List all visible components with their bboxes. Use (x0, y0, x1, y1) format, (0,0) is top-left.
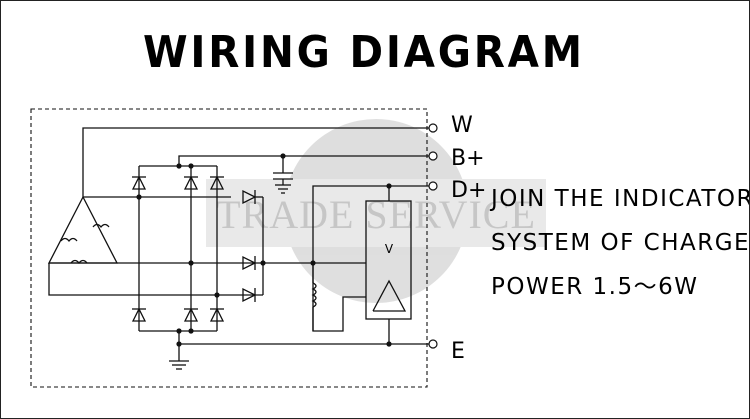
alternator-housing (30, 108, 428, 388)
capacitor (273, 156, 293, 194)
field-coil (311, 263, 366, 332)
terminal-e (428, 339, 438, 349)
upper-diodes (131, 175, 225, 190)
terminal-d-plus (428, 181, 438, 191)
note-line-1: JOIN THE INDICATOR (489, 186, 750, 212)
terminal-e-label: E (451, 339, 465, 364)
note-line-3: POWER 1.5～6W (491, 274, 699, 300)
terminal-w-label: W (451, 113, 473, 138)
terminal-w (428, 123, 438, 133)
diagram-title: WIRING DIAGRAM (143, 27, 585, 78)
note-line-2: SYSTEM OF CHARGE (491, 230, 750, 256)
phase-line-3 (48, 263, 263, 296)
regulator-label: V (385, 242, 394, 256)
lower-diodes (131, 307, 225, 322)
stator-winding (47, 195, 119, 265)
terminal-b-plus (428, 151, 438, 161)
voltage-regulator: V (365, 186, 412, 344)
junction-dots (136, 153, 392, 347)
terminal-b-plus-label: B+ (451, 146, 485, 171)
ground-symbol (169, 344, 189, 370)
terminal-d-plus-label: D+ (451, 178, 486, 203)
e-line (178, 331, 433, 345)
watermark-text: TRADE SERVICE (216, 192, 536, 237)
exciter-diodes (242, 189, 257, 303)
b-plus-line (178, 155, 433, 166)
w-line (82, 127, 433, 197)
